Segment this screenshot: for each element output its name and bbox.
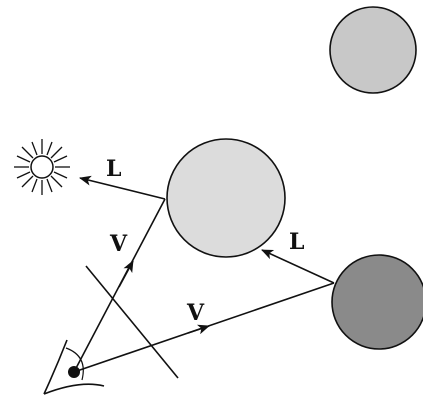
view-vector-label-lower: V [186,300,205,326]
view-vector-label-upper: V [109,231,128,257]
eye-icon [43,339,105,395]
sun-icon [14,139,70,195]
light-ray-lower [261,249,335,284]
image-plane-line [85,265,179,379]
view-arrow-lower [187,324,210,335]
light-vector-label-lower: L [289,229,304,255]
light-ray-top [79,175,166,200]
sphere-center [166,138,286,258]
view-arrow-upper [118,260,134,288]
sphere-top-right [329,6,417,94]
sphere-lower-right [331,254,423,350]
light-vector-label-top: L [106,156,121,182]
